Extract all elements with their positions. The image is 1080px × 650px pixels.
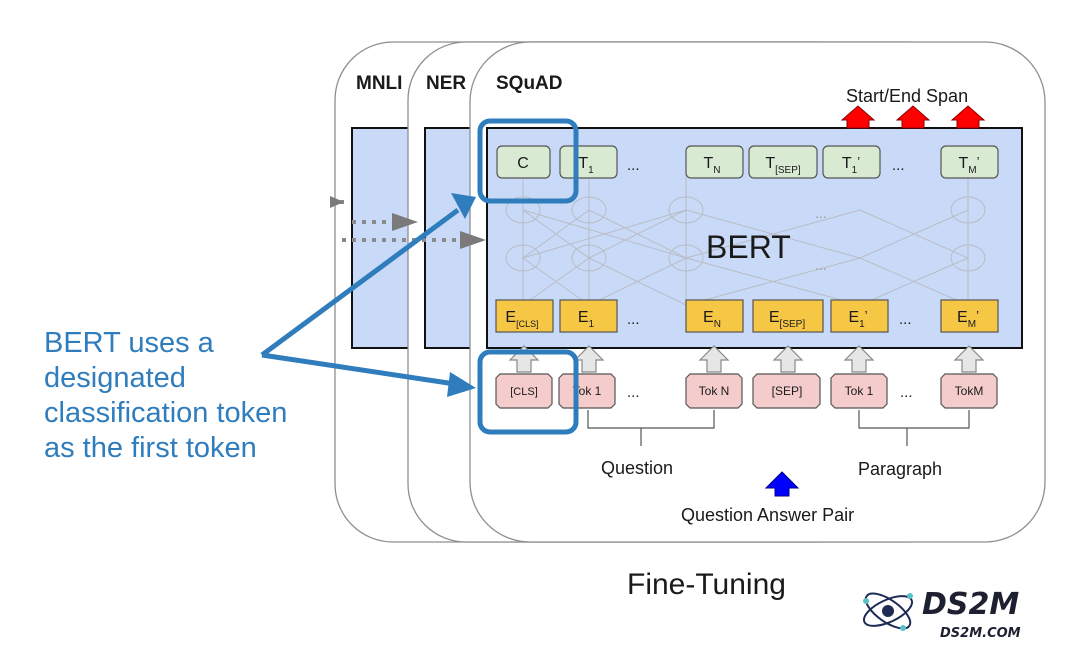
- embedding-e1-prime: E1’: [830, 299, 889, 333]
- annotation-line-1: BERT uses a: [44, 327, 215, 359]
- pair-up-arrow: [764, 471, 800, 497]
- question-bracket: [587, 410, 715, 446]
- network-lines: [505, 170, 986, 306]
- svg-text:Tok N: Tok N: [699, 384, 730, 398]
- embedding-en: EN: [685, 299, 744, 333]
- embedding-ellipsis-2: ...: [899, 311, 912, 328]
- embedding-ellipsis-1: ...: [627, 311, 640, 328]
- squad-title: SQuAD: [496, 73, 563, 94]
- faint-ellipsis-upper: ...: [815, 205, 827, 221]
- svg-text:C: C: [517, 155, 529, 172]
- input-token-tokm: TokM: [940, 373, 998, 409]
- bert-label: BERT: [706, 229, 791, 265]
- output-token-tsep: T[SEP]: [748, 145, 818, 179]
- input-token-tokn: Tok N: [685, 373, 743, 409]
- input-ellipsis-1: ...: [627, 384, 640, 401]
- span-label: Start/End Span: [846, 86, 968, 106]
- input-token-tok1: Tok 1: [558, 373, 616, 409]
- svg-text:Tok 1: Tok 1: [845, 384, 874, 398]
- embedding-ecls: E[CLS]: [495, 299, 554, 333]
- ds2m-logo: DS2M DS2M.COM: [862, 587, 1021, 641]
- output-token-tn: TN: [685, 145, 744, 179]
- output-token-tm-prime: TM’: [940, 145, 999, 179]
- svg-text:E[CLS]: E[CLS]: [505, 309, 538, 329]
- ner-title: NER: [426, 73, 466, 94]
- annotation-line-4: as the first token: [44, 432, 257, 464]
- squad-panel: SQuAD ... ... BERT Start/End Span: [342, 41, 1046, 543]
- atom-icon: [862, 592, 914, 631]
- output-ellipsis-2: ...: [892, 157, 905, 174]
- cls-output-highlight: [477, 118, 579, 204]
- squad-arrowhead: [460, 231, 486, 249]
- question-label: Question: [601, 458, 673, 478]
- cls-input-highlight: [477, 349, 579, 435]
- input-token-sep: [SEP]: [752, 373, 821, 409]
- mnli-title: MNLI: [356, 73, 402, 94]
- svg-text:[SEP]: [SEP]: [772, 384, 803, 398]
- svg-text:[CLS]: [CLS]: [510, 386, 538, 398]
- mnli-arrowhead: [330, 196, 344, 208]
- span-arrow-3: [950, 105, 986, 129]
- svg-text:TM’: TM’: [958, 154, 979, 176]
- output-ellipsis-1: ...: [627, 157, 640, 174]
- embedding-em-prime: EM’: [940, 299, 999, 333]
- output-token-c: C: [496, 145, 551, 179]
- paragraph-bracket: [858, 410, 970, 446]
- pair-label: Question Answer Pair: [681, 505, 854, 525]
- faint-ellipsis-lower: ...: [815, 257, 827, 273]
- output-token-t1-prime: T1’: [822, 145, 881, 179]
- annotation-arrows: [260, 193, 476, 397]
- span-arrow-2: [895, 105, 931, 129]
- svg-text:TN: TN: [703, 155, 720, 176]
- annotation-line-3: classification token: [44, 397, 287, 429]
- svg-text:E1’: E1’: [848, 308, 867, 330]
- caption: Fine-Tuning: [627, 568, 786, 601]
- svg-text:T[SEP]: T[SEP]: [765, 155, 801, 176]
- svg-text:Tok 1: Tok 1: [573, 384, 602, 398]
- svg-text:E1: E1: [578, 309, 595, 330]
- ner-arrowhead: [392, 213, 418, 231]
- embedding-esep: E[SEP]: [752, 299, 824, 333]
- span-arrow-1: [840, 105, 876, 129]
- svg-text:TokM: TokM: [955, 384, 984, 398]
- input-ellipsis-2: ...: [900, 384, 913, 401]
- input-token-tok1-paragraph: Tok 1: [830, 373, 888, 409]
- svg-text:EN: EN: [703, 309, 721, 330]
- annotation-line-2: designated: [44, 362, 186, 394]
- svg-text:T1: T1: [578, 155, 594, 176]
- svg-text:EM’: EM’: [957, 308, 979, 330]
- logo-name: DS2M: [922, 587, 1019, 622]
- embedding-e1: E1: [559, 299, 618, 333]
- input-token-cls: [CLS]: [495, 373, 553, 409]
- logo-url: DS2M.COM: [940, 626, 1021, 641]
- svg-text:T1’: T1’: [842, 154, 860, 176]
- input-up-arrows: [508, 345, 985, 373]
- paragraph-label: Paragraph: [858, 459, 942, 479]
- output-token-t1: T1: [559, 145, 618, 179]
- svg-text:E[SEP]: E[SEP]: [769, 309, 805, 330]
